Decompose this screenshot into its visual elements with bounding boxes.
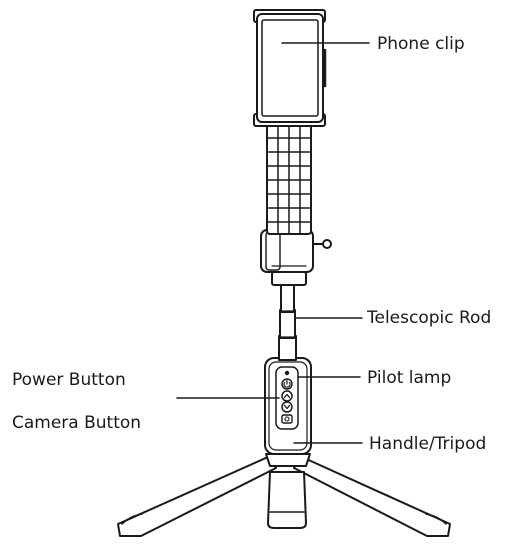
grid-body — [266, 123, 312, 235]
ball-head-mount — [260, 229, 332, 286]
arrow-down-button[interactable] — [281, 401, 293, 413]
power-button[interactable] — [281, 378, 293, 390]
tripod-legs — [117, 456, 451, 537]
tripod-front-leg — [267, 471, 307, 529]
leader-lines — [176, 42, 370, 444]
handle-buttons — [281, 370, 293, 424]
power-button-label: Power Button — [12, 370, 126, 390]
phone-clip-label: Phone clip — [377, 34, 465, 54]
tripod-left-leg — [117, 456, 277, 537]
pilot-lamp-indicator — [284, 370, 290, 376]
telescopic-rod — [278, 283, 297, 361]
pilot-lamp-label: Pilot lamp — [367, 368, 452, 388]
tripod-right-leg — [293, 456, 451, 537]
handle-tripod-label: Handle/Tripod — [369, 434, 487, 454]
phone-clip — [253, 9, 327, 127]
camera-button-label: Camera Button — [12, 413, 142, 433]
camera-button[interactable] — [281, 414, 293, 424]
telescopic-rod-label: Telescopic Rod — [367, 308, 492, 328]
arrow-up-button[interactable] — [281, 390, 293, 402]
